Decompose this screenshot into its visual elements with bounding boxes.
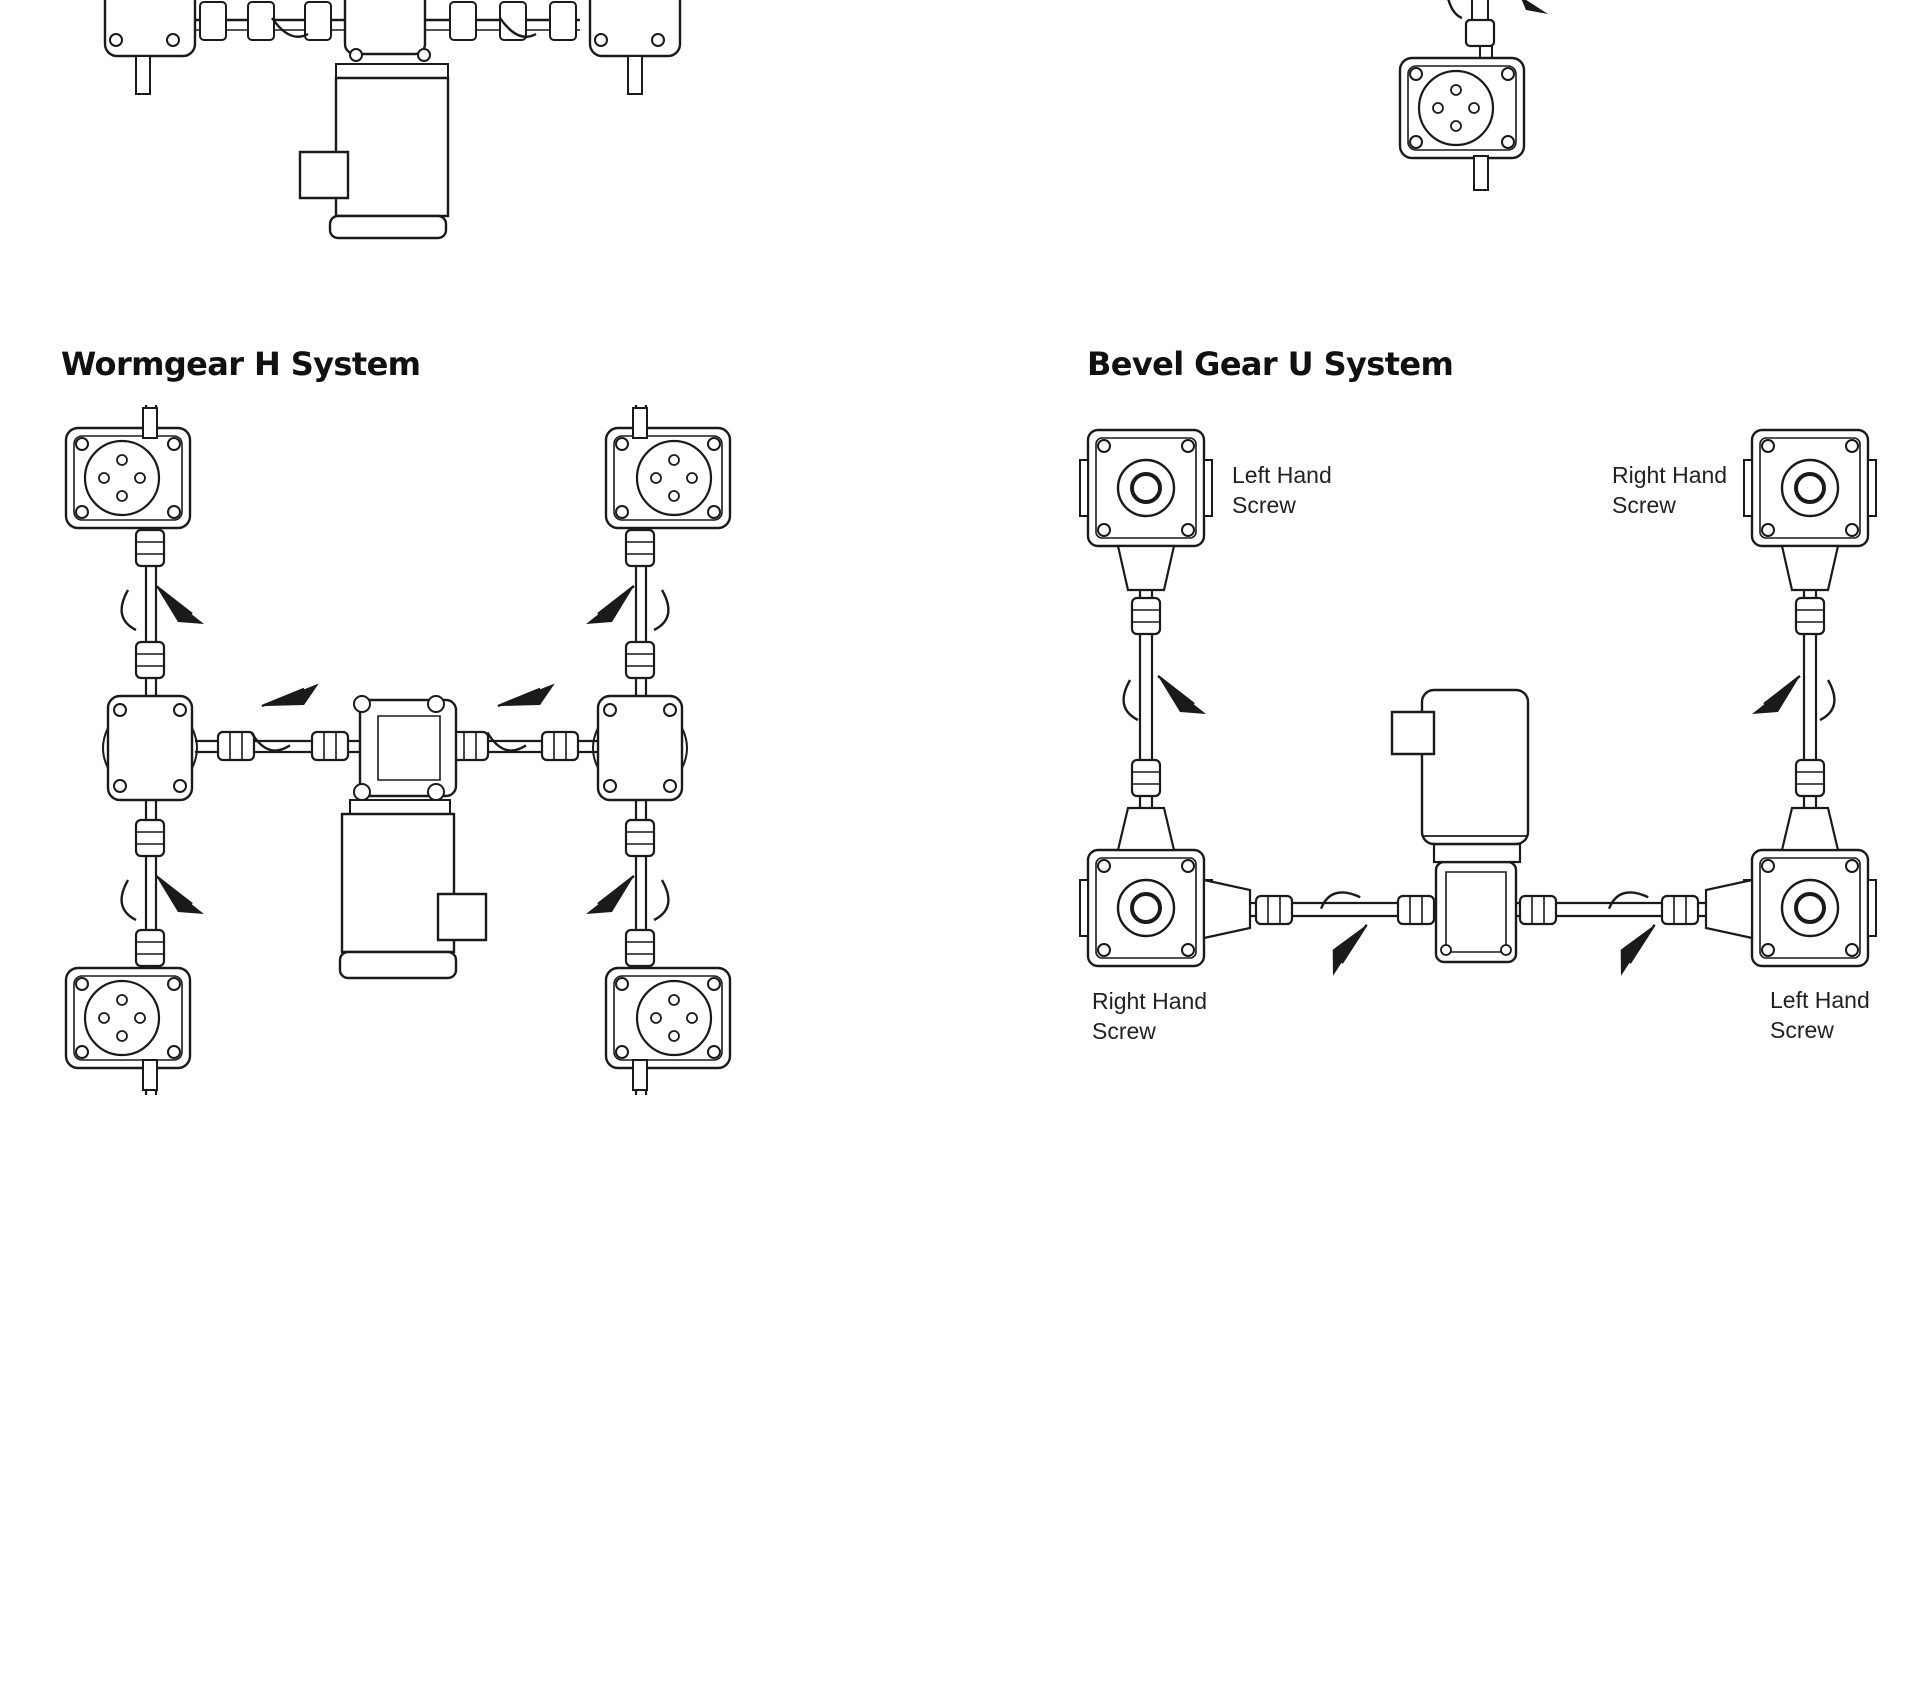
label-top-left-screw: Left Hand Screw <box>1232 460 1332 520</box>
label-bottom-left-line2: Screw <box>1092 1018 1156 1044</box>
h-bottom-left-wormbox <box>64 966 192 1070</box>
top-right-partial-system <box>1398 0 1548 190</box>
label-bottom-left-line1: Right Hand <box>1092 988 1208 1014</box>
label-top-left-line1: Left Hand <box>1232 462 1332 488</box>
label-top-right-line2: Screw <box>1612 492 1676 518</box>
label-top-right-line1: Right Hand <box>1612 462 1728 488</box>
u-bottom-right-bevelbox <box>1742 848 1878 968</box>
top-left-partial-system <box>105 0 680 238</box>
label-top-left-line2: Screw <box>1232 492 1296 518</box>
label-top-right-screw: Right Hand Screw <box>1612 460 1727 520</box>
label-bottom-left-screw: Right Hand Screw <box>1092 986 1207 1046</box>
label-bottom-right-screw: Left Hand Screw <box>1770 985 1870 1045</box>
h-bottom-right-wormbox <box>604 966 732 1070</box>
wormgear-h-system-title: Wormgear H System <box>61 345 421 383</box>
h-left-junction-box <box>101 694 199 802</box>
bevel-gear-u-system-title: Bevel Gear U System <box>1087 345 1454 383</box>
label-bottom-right-line2: Screw <box>1770 1017 1834 1043</box>
u-bottom-left-bevelbox <box>1078 848 1214 968</box>
h-top-left-wormbox <box>64 426 192 530</box>
h-top-right-wormbox <box>604 426 732 530</box>
bevel-gear-u-system-diagram <box>1078 428 1878 978</box>
u-top-left-bevelbox <box>1078 428 1214 548</box>
h-right-junction-box <box>591 694 689 802</box>
u-top-right-bevelbox <box>1742 428 1878 548</box>
label-bottom-right-line1: Left Hand <box>1770 987 1870 1013</box>
wormgear-h-system-diagram <box>64 405 732 1095</box>
